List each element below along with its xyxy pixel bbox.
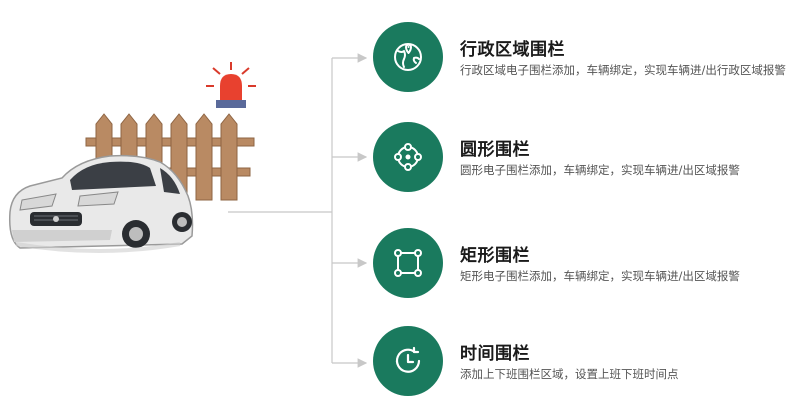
feature-circle-fence: 圆形围栏 圆形电子围栏添加，车辆绑定，实现车辆进/出区域报警 — [373, 122, 793, 192]
feature-rectangle-fence: 矩形围栏 矩形电子围栏添加，车辆绑定，实现车辆进/出区域报警 — [373, 228, 793, 298]
feature-icon-badge — [373, 22, 443, 92]
clock-icon — [395, 346, 421, 373]
feature-icon-badge — [373, 228, 443, 298]
car-icon — [8, 154, 194, 253]
feature-description: 添加上下班围栏区域，设置上班下班时间点 — [460, 367, 679, 381]
police-siren-icon — [206, 62, 256, 108]
feature-admin-region-fence: 行政区域围栏 行政区域电子围栏添加，车辆绑定，实现车辆进/出行政区域报警 — [373, 22, 793, 92]
feature-description: 圆形电子围栏添加，车辆绑定，实现车辆进/出区域报警 — [460, 163, 740, 177]
globe-location-icon — [394, 43, 422, 71]
feature-icon-badge — [373, 326, 443, 396]
feature-title: 矩形围栏 — [460, 246, 530, 266]
feature-icon-badge — [373, 122, 443, 192]
car-fence-illustration — [8, 62, 256, 253]
circle-target-icon — [394, 143, 422, 171]
feature-description: 矩形电子围栏添加，车辆绑定，实现车辆进/出区域报警 — [460, 269, 740, 283]
feature-title: 行政区域围栏 — [460, 40, 565, 60]
feature-time-fence: 时间围栏 添加上下班围栏区域，设置上班下班时间点 — [373, 326, 793, 396]
rectangle-nodes-icon — [394, 249, 422, 277]
feature-title: 圆形围栏 — [460, 140, 530, 160]
feature-description: 行政区域电子围栏添加，车辆绑定，实现车辆进/出行政区域报警 — [460, 63, 786, 77]
feature-title: 时间围栏 — [460, 344, 530, 364]
